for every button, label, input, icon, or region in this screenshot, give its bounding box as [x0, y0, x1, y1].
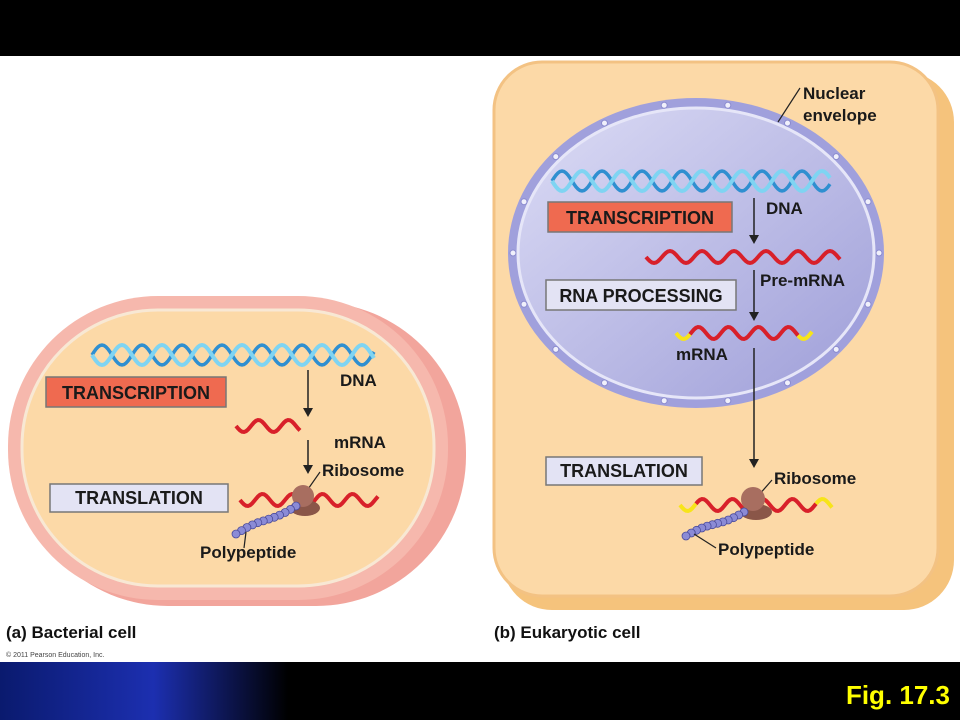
bacterial-arrow-head-2	[303, 465, 313, 474]
nuclear-pore	[552, 153, 560, 161]
bottom-bar	[0, 662, 960, 720]
bacterial-cell: TRANSCRIPTION DNA mRNA Ribosome TRANSLAT…	[6, 296, 466, 642]
nuclear-envelope-label-line2: envelope	[803, 106, 877, 125]
mrna-segment	[644, 248, 842, 266]
nuclear-pore	[520, 300, 528, 308]
mrna-segment	[234, 417, 302, 435]
bacterial-dna-helix	[90, 342, 376, 368]
eukaryotic-transcription-box	[547, 201, 733, 233]
bacterial-polypeptide-label: Polypeptide	[200, 543, 296, 562]
bacterial-dna-label: DNA	[340, 371, 377, 390]
nuclear-pore	[724, 397, 732, 405]
dna-strand-front	[550, 168, 832, 194]
rna-processing-label: RNA PROCESSING	[559, 286, 722, 306]
eukaryotic-arrow-head-1	[749, 235, 759, 244]
nuclear-pore	[784, 379, 791, 387]
mature-mrna-strand	[674, 324, 814, 342]
eukaryotic-polypeptide-chain	[681, 507, 749, 541]
rna-processing-box	[545, 279, 737, 311]
nuclear-pore	[832, 345, 840, 353]
eukaryotic-caption: (b) Eukaryotic cell	[494, 623, 640, 642]
eukaryotic-polypeptide-label: Polypeptide	[718, 540, 814, 559]
nuclear-pore	[552, 345, 560, 353]
amino-acid-bead	[231, 529, 241, 539]
nuclear-envelope-leader	[777, 87, 801, 123]
eukaryotic-ribosome-label: Ribosome	[774, 469, 856, 488]
bacterial-polypeptide-chain	[231, 501, 301, 539]
eukaryotic-arrow-head-2	[749, 312, 759, 321]
bacterial-translation-box	[49, 483, 229, 513]
nuclear-pore	[875, 249, 883, 257]
eukaryotic-dna-helix	[550, 168, 832, 194]
amino-acid-bead	[681, 531, 691, 541]
mrna-5-cap	[678, 502, 698, 514]
eukaryotic-translation-box	[545, 456, 703, 486]
bacterial-translation-label: TRANSLATION	[75, 488, 203, 508]
figure-label: Fig. 17.3	[845, 680, 950, 710]
bacterial-arrow-head-1	[303, 408, 313, 417]
nuclear-pore	[660, 101, 668, 109]
bacterial-transcription-label: TRANSCRIPTION	[62, 383, 210, 403]
nuclear-pore	[509, 249, 517, 257]
nuclear-pore	[832, 153, 840, 161]
nuclear-pore	[864, 198, 872, 206]
eukaryotic-cell: Nuclear envelope DNA TRANSCRIPTION Pre-m…	[492, 60, 954, 642]
copyright-notice: © 2011 Pearson Education, Inc.	[6, 651, 104, 659]
nuclear-envelope-label-line1: Nuclear	[803, 84, 866, 103]
eukaryotic-arrow-head-3	[749, 459, 759, 468]
bacterial-caption: (a) Bacterial cell	[6, 623, 136, 642]
nuclear-pore	[520, 198, 528, 206]
nuclear-pore	[601, 379, 608, 387]
bacterial-mrna-strand	[234, 417, 302, 435]
bacterial-mrna-label: mRNA	[334, 433, 386, 452]
nuclear-pore	[784, 119, 791, 127]
eukaryotic-mrna-label: mRNA	[676, 345, 728, 364]
nuclear-pore	[660, 397, 668, 405]
pre-mrna-strand	[644, 248, 842, 266]
mrna-coding-region	[688, 324, 800, 342]
eukaryotic-polypeptide-leader	[693, 533, 717, 549]
eukaryotic-transcription-label: TRANSCRIPTION	[566, 208, 714, 228]
nuclear-pore	[864, 300, 872, 308]
top-bar	[0, 0, 960, 56]
mrna-poly-a-tail	[796, 330, 814, 342]
mrna-5-cap	[674, 331, 692, 342]
bacterial-polypeptide-leader	[243, 531, 247, 549]
mrna-poly-a-tail	[814, 496, 834, 509]
eukaryotic-dna-label: DNA	[766, 199, 803, 218]
eukaryotic-translation-label: TRANSLATION	[560, 461, 688, 481]
nuclear-pore	[601, 119, 608, 127]
bacterial-transcription-box	[45, 376, 227, 408]
eukaryotic-ribosome	[740, 487, 772, 520]
dna-strand-front	[90, 342, 376, 368]
nuclear-pore	[724, 101, 732, 109]
nuclear-pores	[509, 101, 883, 405]
pre-mrna-label: Pre-mRNA	[760, 271, 845, 290]
bacterial-ribosome-label: Ribosome	[322, 461, 404, 480]
